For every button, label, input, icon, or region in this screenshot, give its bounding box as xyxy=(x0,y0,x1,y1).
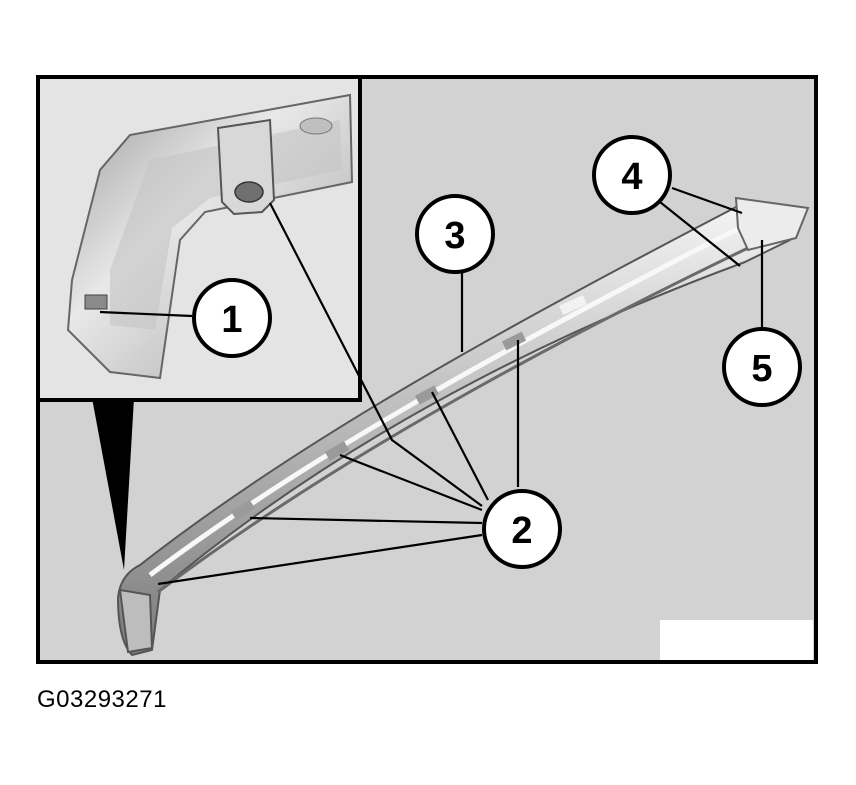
figure-code: G03293271 xyxy=(37,686,167,713)
corner-patch xyxy=(660,620,813,660)
callout-5-label: 5 xyxy=(751,348,772,390)
trim-strip xyxy=(116,196,810,657)
callout-3: 3 xyxy=(415,194,495,274)
callout-4-label: 4 xyxy=(621,156,642,198)
inset-detail xyxy=(36,75,362,402)
leader-lines xyxy=(99,186,764,586)
inset-pointer xyxy=(92,398,134,570)
callout-1-label: 1 xyxy=(221,299,242,341)
callout-2: 2 xyxy=(482,489,562,569)
callout-1: 1 xyxy=(192,278,272,358)
callout-3-label: 3 xyxy=(444,215,465,257)
callout-4: 4 xyxy=(592,135,672,215)
callout-2-label: 2 xyxy=(511,510,532,552)
callout-5: 5 xyxy=(722,327,802,407)
